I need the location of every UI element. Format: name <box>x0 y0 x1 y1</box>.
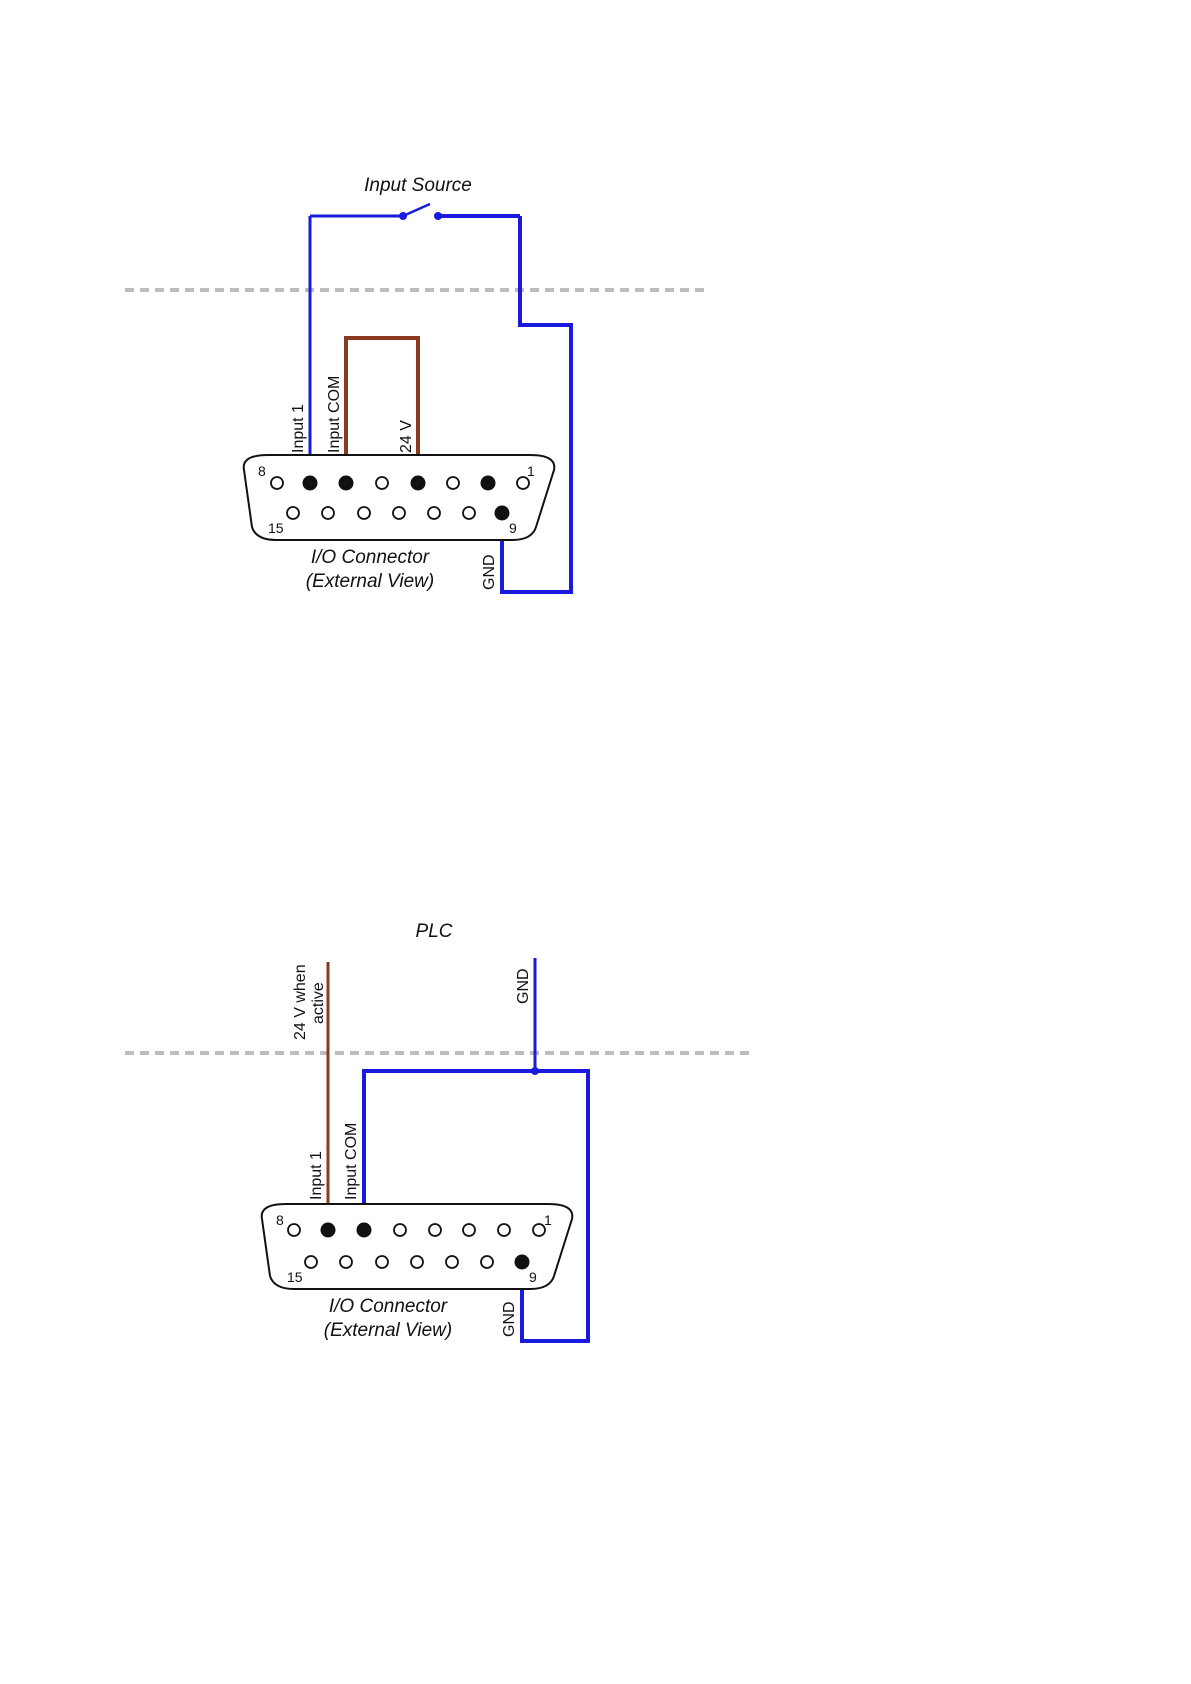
pin-10 <box>463 507 475 519</box>
connector-caption-line2: (External View) <box>306 571 434 592</box>
label2-gnd: GND <box>501 1301 518 1337</box>
diagram2-title: PLC <box>416 921 453 942</box>
pin2-label-15: 15 <box>287 1269 303 1285</box>
pin2-12 <box>411 1256 423 1268</box>
pin-11 <box>428 507 440 519</box>
io-connector-shell-2 <box>262 1204 573 1289</box>
connector2-caption-line1: I/O Connector <box>329 1296 448 1317</box>
pin2-4 <box>429 1224 441 1236</box>
pin-4 <box>411 476 426 491</box>
pin-12 <box>393 507 405 519</box>
pin2-3 <box>463 1224 475 1236</box>
pin-label-8: 8 <box>258 463 266 479</box>
pin2-9 <box>515 1255 530 1270</box>
connector-caption-line1: I/O Connector <box>311 547 430 568</box>
pin-6 <box>339 476 354 491</box>
pin2-label-9: 9 <box>529 1269 537 1285</box>
pin2-label-1: 1 <box>544 1212 552 1228</box>
diagram-plc: PLC <box>125 921 752 1341</box>
pin-3 <box>447 477 459 489</box>
pin-13 <box>358 507 370 519</box>
label-input-com: Input COM <box>326 376 343 453</box>
pin-14 <box>322 507 334 519</box>
pin-5 <box>376 477 388 489</box>
diagram1-title: Input Source <box>364 175 472 196</box>
pin-7 <box>303 476 318 491</box>
pin-2 <box>481 476 496 491</box>
pin2-15 <box>305 1256 317 1268</box>
io-connector-shell <box>244 455 555 540</box>
label2-input1: Input 1 <box>308 1151 325 1200</box>
connector2-caption-line2: (External View) <box>324 1320 452 1341</box>
pin2-6 <box>357 1223 372 1238</box>
pin2-2 <box>498 1224 510 1236</box>
label-24v: 24 V <box>398 420 415 453</box>
pin-label-1: 1 <box>527 463 535 479</box>
pin-label-15: 15 <box>268 520 284 536</box>
pin2-5 <box>394 1224 406 1236</box>
label-input1: Input 1 <box>290 404 307 453</box>
label-24v-when: 24 V when <box>292 964 309 1040</box>
pin2-8 <box>288 1224 300 1236</box>
label-gnd: GND <box>481 554 498 590</box>
pin2-13 <box>376 1256 388 1268</box>
label-plc-gnd: GND <box>515 968 532 1004</box>
pin-9 <box>495 506 510 521</box>
pin2-10 <box>481 1256 493 1268</box>
pin2-14 <box>340 1256 352 1268</box>
pin2-11 <box>446 1256 458 1268</box>
label-active: active <box>310 982 327 1024</box>
diagram-input-source: Input Source <box>125 175 708 592</box>
pin2-7 <box>321 1223 336 1238</box>
label2-input-com: Input COM <box>343 1123 360 1200</box>
pin-label-9: 9 <box>509 520 517 536</box>
switch-icon <box>310 204 520 220</box>
junction-dot <box>531 1067 539 1075</box>
pin2-label-8: 8 <box>276 1212 284 1228</box>
pin-8 <box>271 477 283 489</box>
pin-15 <box>287 507 299 519</box>
